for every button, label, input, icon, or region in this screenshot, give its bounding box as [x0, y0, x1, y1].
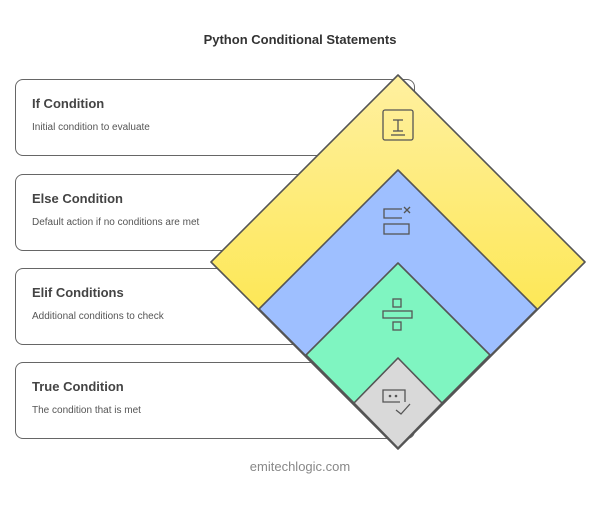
card-description: The condition that is met: [32, 405, 141, 416]
card-heading: Elif Conditions: [32, 285, 124, 300]
diamond-true: [353, 357, 443, 449]
toggle-boxes-icon: [383, 206, 411, 235]
footer-watermark: emitechlogic.com: [249, 459, 351, 474]
card-description: Default action if no conditions are met: [32, 217, 200, 228]
card-heading: If Condition: [32, 96, 105, 111]
text-cursor-icon: [382, 109, 414, 141]
card-heading: True Condition: [32, 379, 124, 394]
card-heading: Else Condition: [32, 191, 123, 206]
card-description: Additional conditions to check: [32, 311, 164, 322]
divide-icon: [382, 298, 413, 331]
chat-check-icon: [382, 389, 411, 415]
diagram-title: Python Conditional Statements: [203, 32, 397, 47]
card-description: Initial condition to evaluate: [32, 122, 150, 133]
